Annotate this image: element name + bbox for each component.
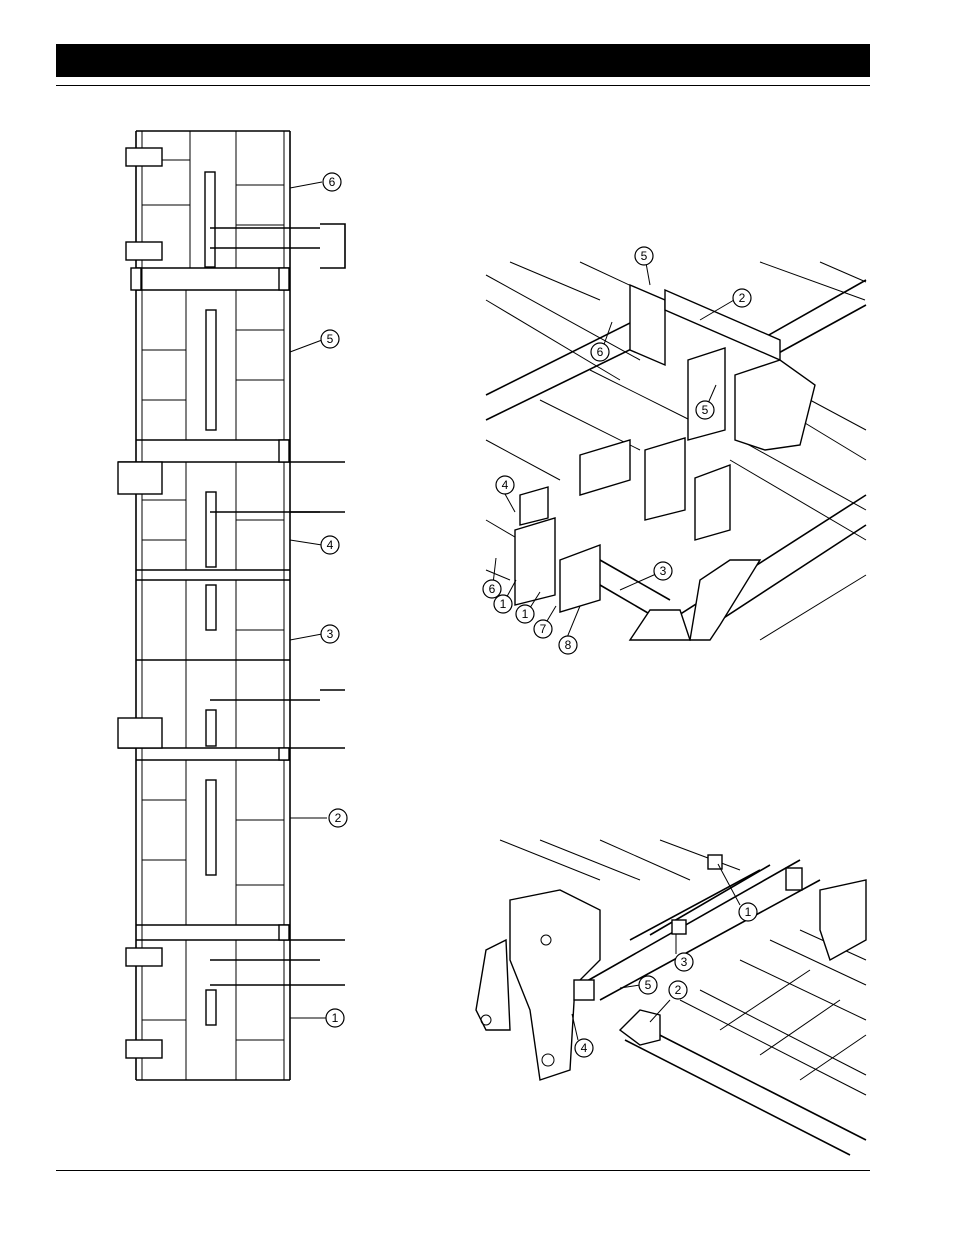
iso-bottom-structure [476,840,866,1155]
iso-bottom-callout-2: 2 [669,981,687,999]
iso-bottom-callout-1: 1 [739,903,757,921]
iso-bottom-callout-3: 3 [675,953,693,971]
svg-text:4: 4 [581,1041,588,1055]
svg-text:2: 2 [675,983,682,997]
svg-text:3: 3 [681,955,688,969]
iso-bottom-callout-4: 4 [575,1039,593,1057]
iso-bottom-callout-5: 5 [639,976,657,994]
svg-text:5: 5 [645,978,652,992]
footer-rule [56,1170,870,1171]
svg-text:1: 1 [745,905,752,919]
